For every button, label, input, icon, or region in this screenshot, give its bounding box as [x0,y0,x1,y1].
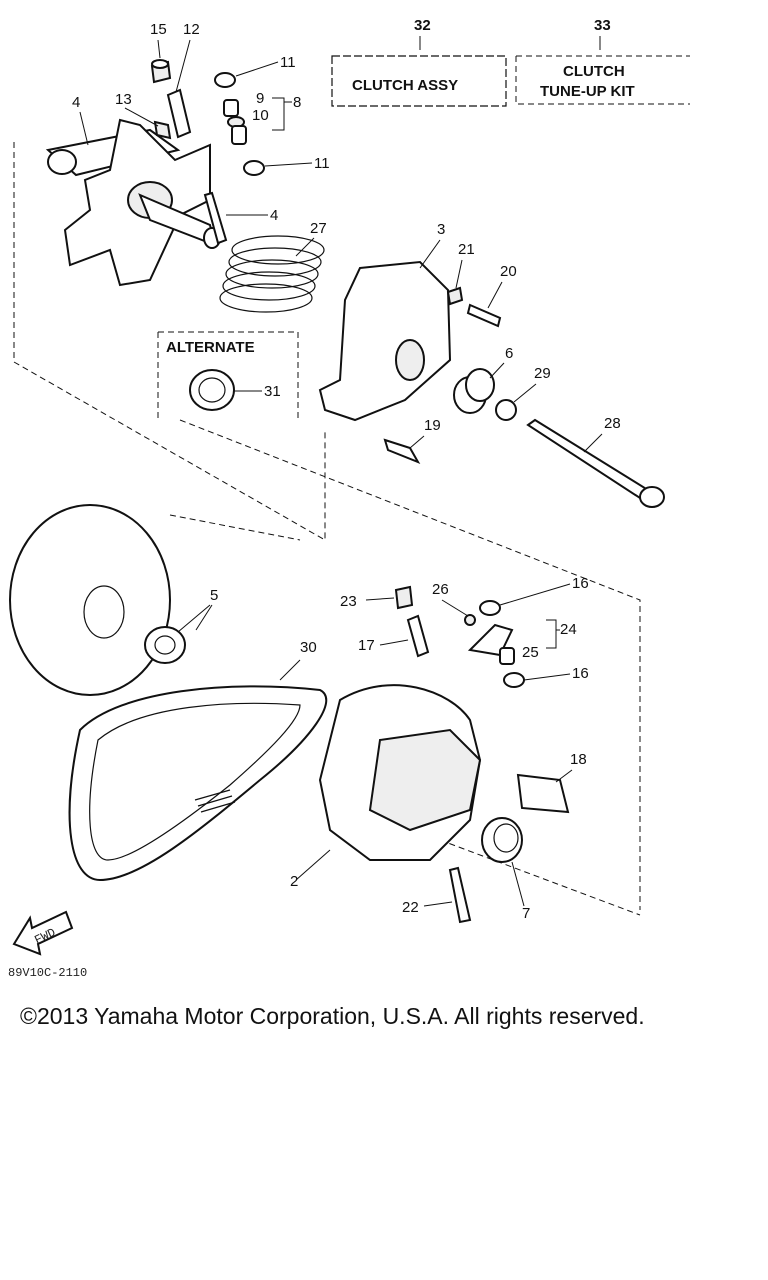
callout-10: 10 [252,107,269,124]
callout-26: 26 [432,581,449,598]
callout-13: 13 [115,91,132,108]
part-17-pin[interactable] [406,614,430,658]
fwd-arrow-icon: FWD [12,910,74,956]
callout-9: 9 [256,90,264,107]
part-16-washer-top[interactable] [479,600,501,616]
callout-19: 19 [424,417,441,434]
clutch-assy-box[interactable]: 32 CLUTCH ASSY [331,17,507,107]
callout-17: 17 [358,637,375,654]
part-13-weight[interactable] [153,120,172,140]
part-11-washer-bottom[interactable] [243,160,265,176]
part-30-drive-belt[interactable] [68,685,328,882]
part-callouts: 15 12 11 9 10 8 13 4 11 4 27 3 21 20 31 … [72,21,621,922]
callout-21: 21 [458,241,475,258]
part-2-movable-sheave[interactable] [318,684,482,861]
spider-hub-part[interactable] [45,118,221,287]
callout-15: 15 [150,21,167,38]
part-3-cover-plate[interactable] [318,260,452,422]
copyright-notice: ©2013 Yamaha Motor Corporation, U.S.A. A… [20,1003,645,1029]
callout-4-bolt: 4 [270,207,278,224]
clutch-assy-label: CLUTCH ASSY [352,77,458,94]
part-7-bushing[interactable] [481,817,523,863]
callout-7: 7 [522,905,530,922]
part-11-washer-top[interactable] [214,72,236,88]
tune-up-kit-number: 33 [594,17,611,34]
part-5-bushing[interactable] [144,626,186,664]
part-25-roller[interactable] [499,647,515,665]
callout-16-bottom: 16 [572,665,589,682]
callout-11-top: 11 [280,54,296,71]
callout-30: 30 [300,639,317,656]
part-27-spring[interactable] [219,235,325,313]
callout-3: 3 [437,221,445,238]
part-29-washer[interactable] [495,399,517,421]
clutch-exploded-diagram: 32 CLUTCH ASSY 33 CLUTCH TUNE-UP KIT [8,17,690,980]
part-19-bolt[interactable] [383,438,421,464]
part-28-long-bolt[interactable] [526,418,665,508]
part-23-cap[interactable] [394,585,414,610]
callout-2: 2 [290,873,298,890]
callout-12: 12 [183,21,200,38]
part-15-cap[interactable] [150,59,172,84]
part-26-ball[interactable] [464,614,476,626]
callout-25: 25 [522,644,539,661]
parts-9-10-roller[interactable] [223,99,247,145]
part-16-washer-bottom[interactable] [503,672,525,688]
callout-22: 22 [402,899,419,916]
callout-27: 27 [310,220,327,237]
callout-5: 5 [210,587,218,604]
part-21-nut[interactable] [446,286,464,306]
callout-4-top: 4 [72,94,80,111]
fixed-sheave-part[interactable] [9,504,171,696]
part-20-bolt[interactable] [466,303,502,328]
part-6-bushing[interactable] [453,368,495,414]
callout-8: 8 [293,94,301,111]
clutch-assy-number: 32 [414,17,431,34]
leader-lines [79,39,603,907]
diagram-code: 89V10C-2110 [8,966,87,980]
callout-29: 29 [534,365,551,382]
callout-6: 6 [505,345,513,362]
callout-31: 31 [264,383,281,400]
callout-18: 18 [570,751,587,768]
part-18-sleeve[interactable] [516,773,570,814]
part-12-pin[interactable] [166,88,192,139]
part-4-bolt[interactable] [203,191,228,245]
callout-11-bottom: 11 [314,155,330,172]
callout-24: 24 [560,621,577,638]
alternate-box[interactable]: ALTERNATE [157,331,299,420]
alternate-label: ALTERNATE [166,339,255,356]
callout-20: 20 [500,263,517,280]
tune-up-kit-box[interactable]: 33 CLUTCH TUNE-UP KIT [515,17,690,105]
part-22-bolt[interactable] [448,866,472,924]
tune-up-kit-label-2: TUNE-UP KIT [540,83,635,100]
tune-up-kit-label-1: CLUTCH [563,63,625,80]
callout-16-top: 16 [572,575,589,592]
callout-28: 28 [604,415,621,432]
callout-23: 23 [340,593,357,610]
assembly-guide-lines [13,142,641,916]
